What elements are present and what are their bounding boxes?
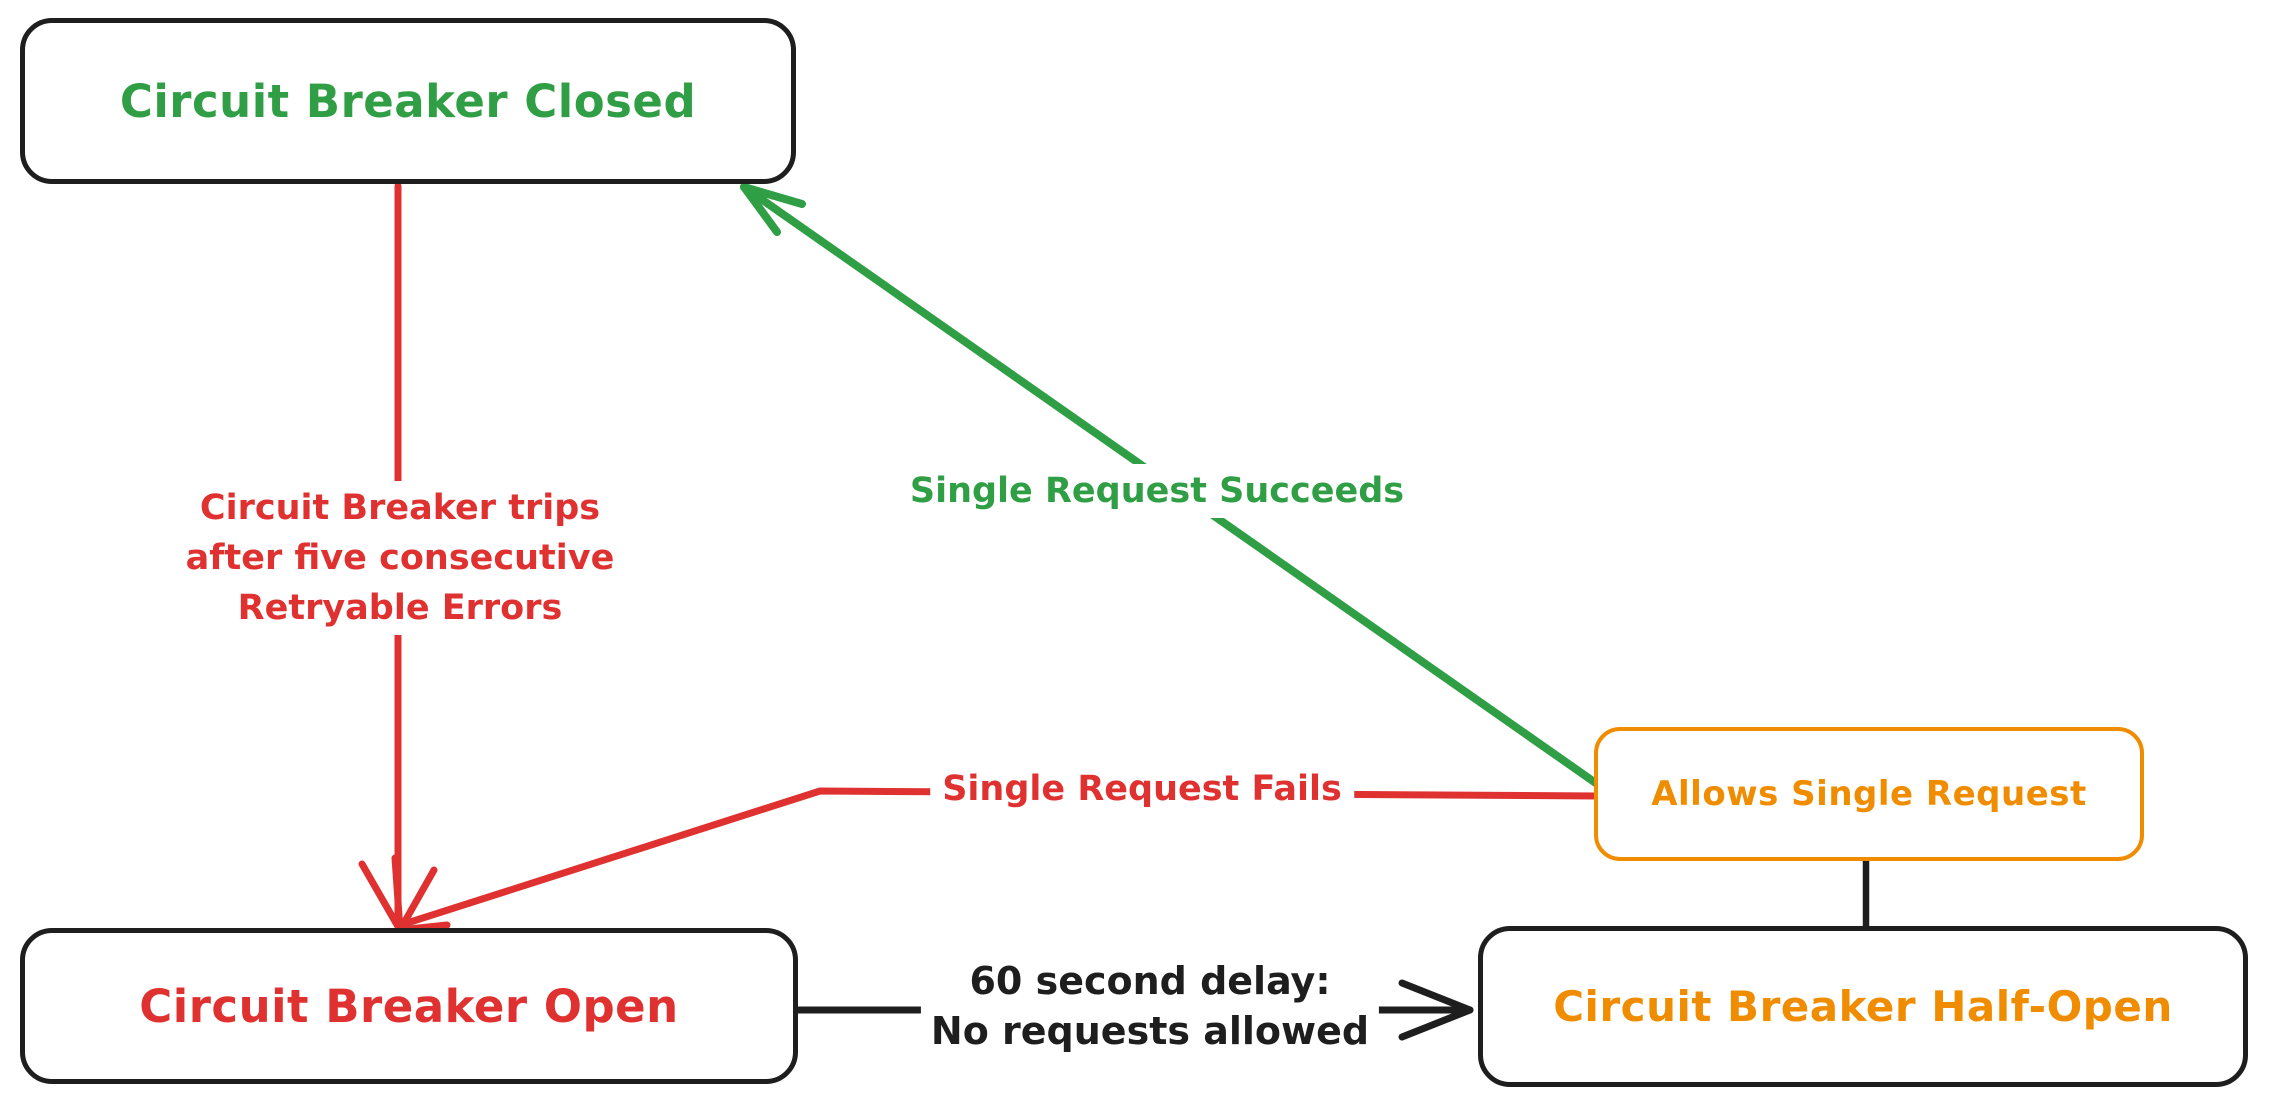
fails-edge-label: Single Request Fails (930, 762, 1354, 816)
delay-edge-label: 60 second delay: No requests allowed (920, 954, 1380, 1058)
succeeds-edge-label: Single Request Succeeds (893, 464, 1421, 518)
state-node-open-label: Circuit Breaker Open (139, 979, 679, 1033)
state-node-half-open-label: Circuit Breaker Half-Open (1553, 982, 2173, 1031)
node-allows-single-request: Allows Single Request (1594, 727, 2144, 861)
state-node-open: Circuit Breaker Open (20, 928, 798, 1084)
node-allows-single-request-label: Allows Single Request (1651, 774, 2087, 814)
trips-edge-label: Circuit Breaker trips after five consecu… (175, 481, 625, 635)
state-node-closed: Circuit Breaker Closed (20, 18, 796, 184)
state-node-closed-label: Circuit Breaker Closed (119, 74, 697, 128)
state-node-half-open: Circuit Breaker Half-Open (1478, 926, 2248, 1087)
